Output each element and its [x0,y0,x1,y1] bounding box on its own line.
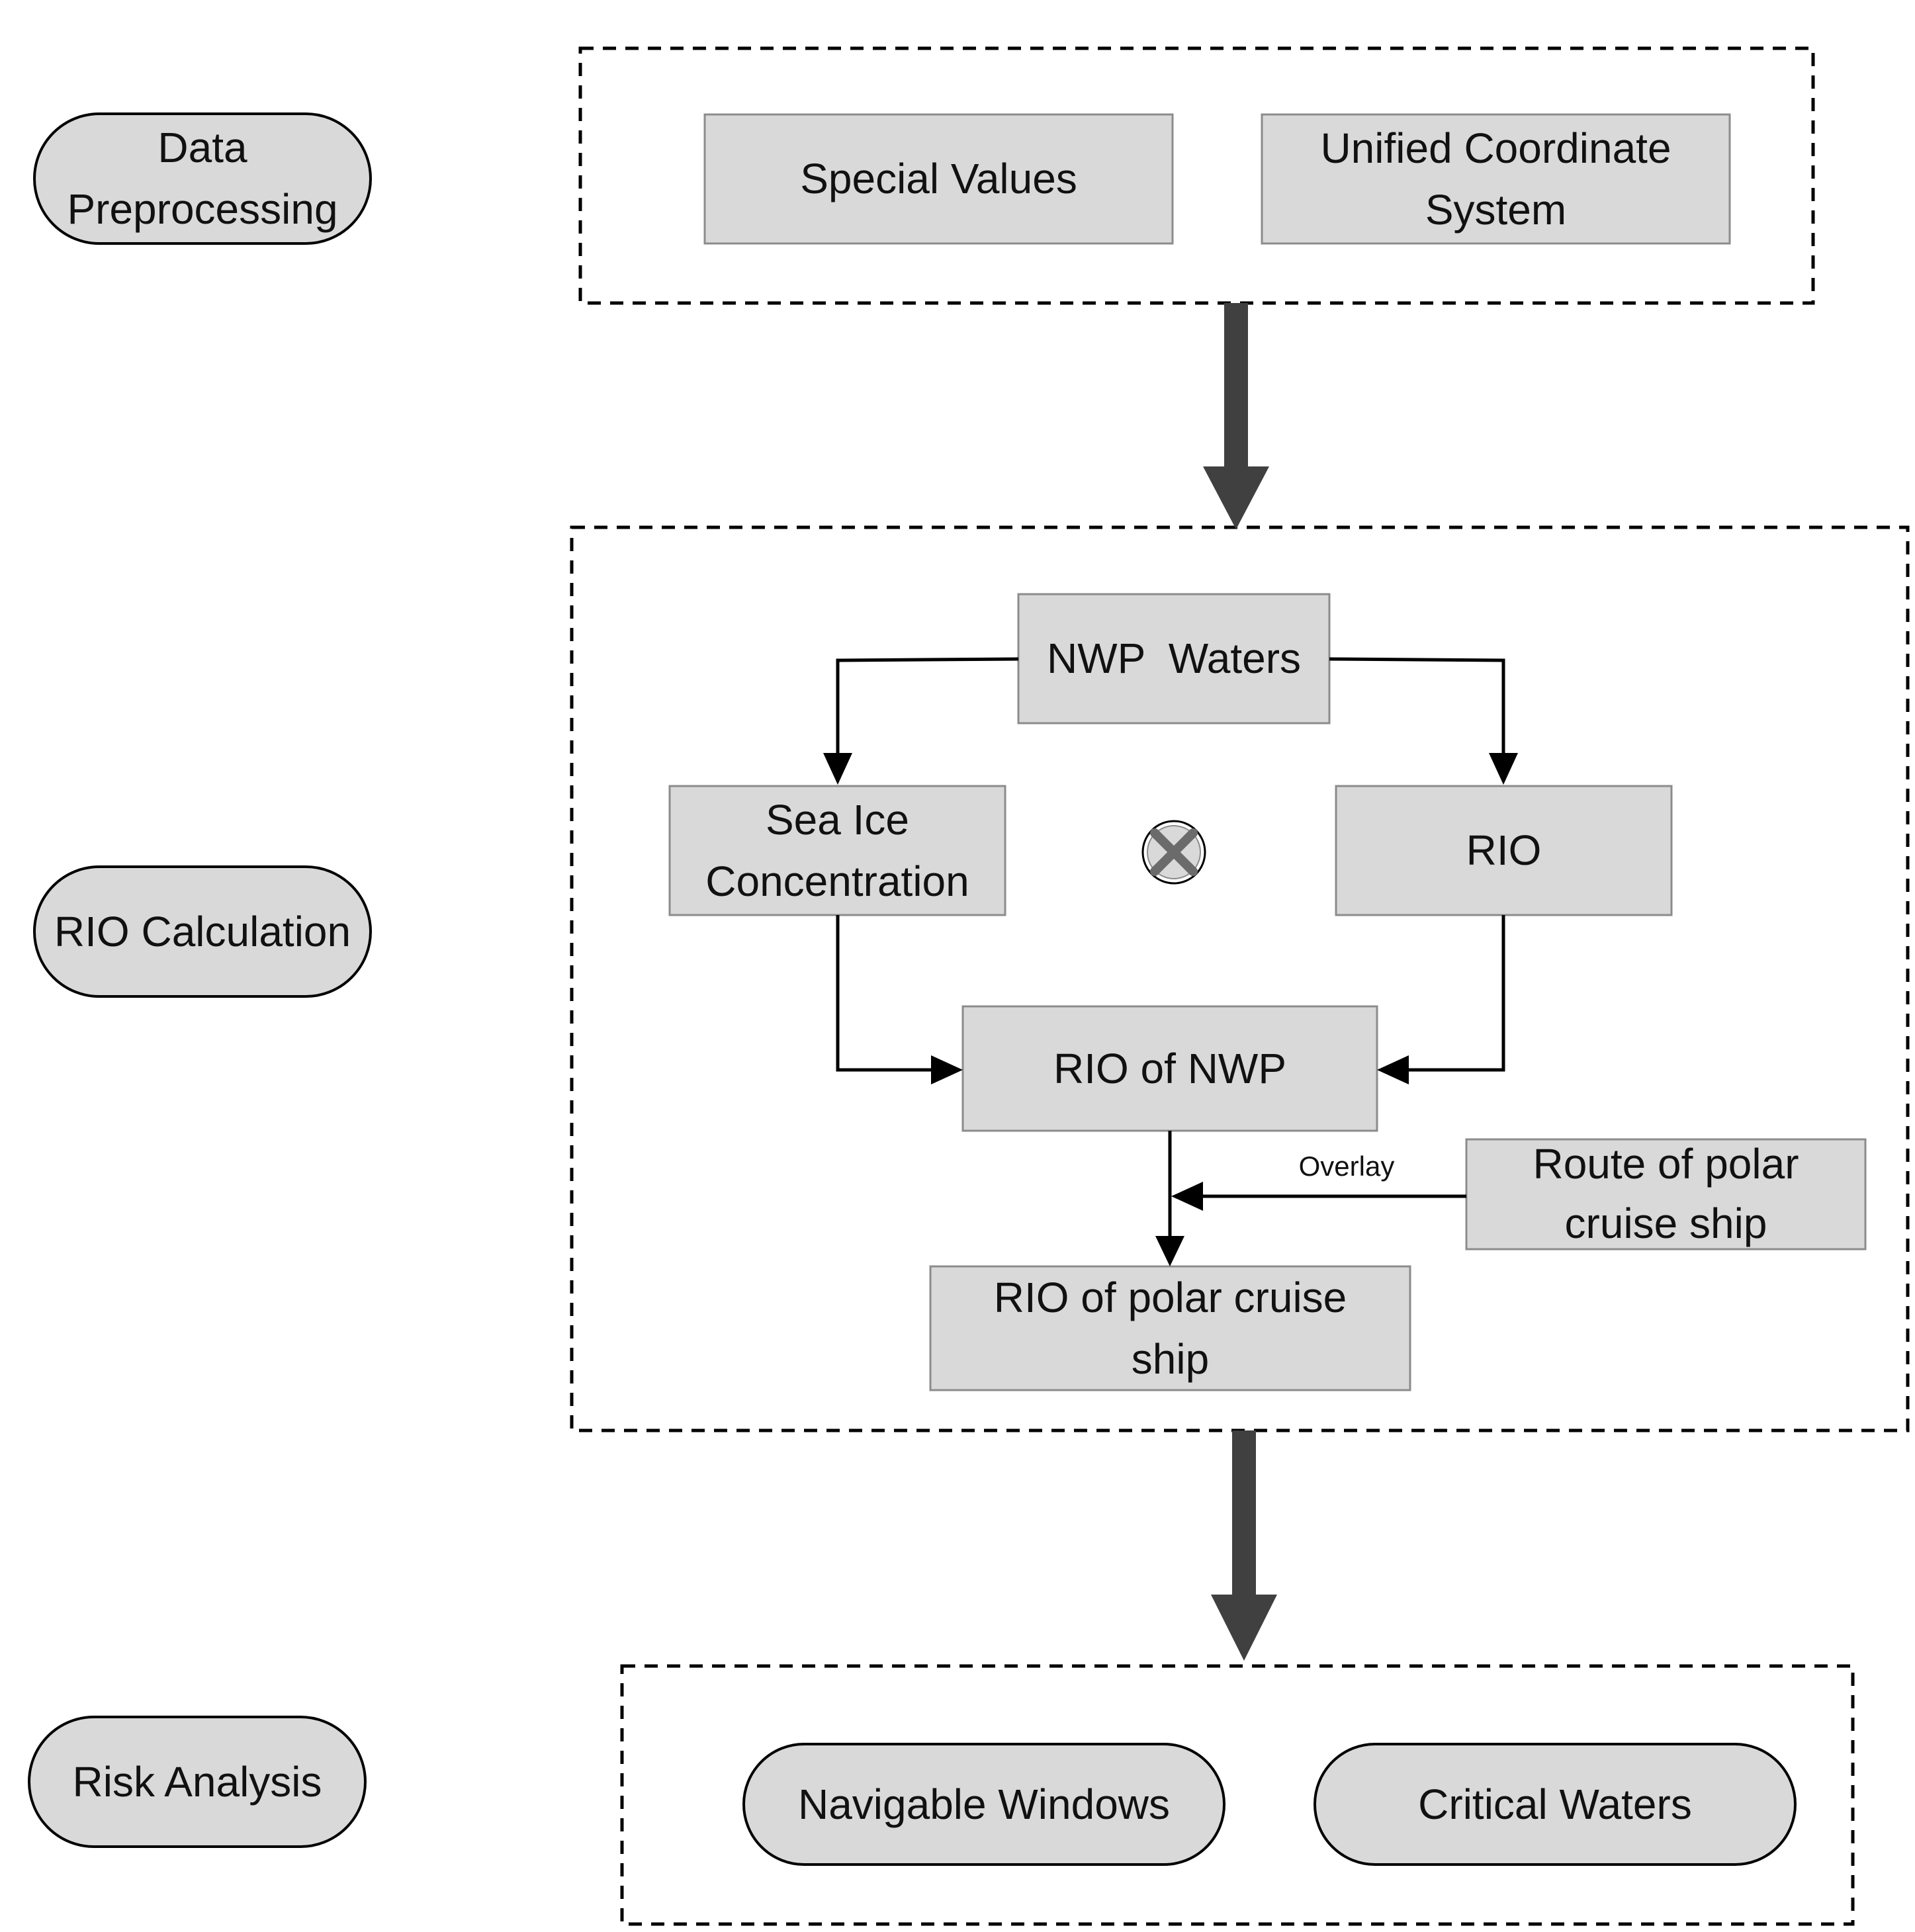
connector-rio-to-rio-of-nwp [1407,915,1505,1072]
stage-pill-preprocessing [33,112,372,245]
arrowhead-to-final [1155,1236,1184,1266]
overlay-label: Overlay [1298,1150,1395,1182]
special-values-label: Special Values [800,155,1077,203]
rio-of-nwp-box [961,1005,1378,1132]
arrowhead-to-rio [1489,753,1518,785]
rio-box [1335,785,1673,916]
stage-arrow-2 [1211,1430,1277,1661]
stage-label-preprocessing: Data Preprocessing [67,124,338,233]
sea-ice-concentration-label: Sea Ice Concentration [705,795,969,905]
stage-label-rio-calculation: RIO Calculation [54,907,351,955]
stage-pill-rio-calculation [33,865,372,998]
special-values-box [703,113,1174,245]
route-of-polar-cruise-ship-label: Route of polar cruise ship [1533,1140,1799,1247]
nwp-waters-box [1017,593,1331,724]
critical-waters-label: Critical Waters [1418,1780,1692,1828]
navigable-windows-label: Navigable Windows [797,1780,1171,1828]
preprocessing-group-frame [578,46,1815,305]
stage-label-risk-analysis: Risk Analysis [72,1757,322,1806]
rio-of-polar-cruise-ship-label: RIO of polar cruise ship [993,1273,1347,1383]
sea-ice-concentration-box [668,785,1006,916]
stage-pill-risk-analysis [28,1716,367,1848]
stage-arrow-1 [1203,303,1269,529]
connector-nwp-to-rio [1329,657,1505,756]
rio-of-polar-cruise-ship-box [929,1265,1411,1391]
rio-of-nwp-label: RIO of NWP [1053,1044,1287,1092]
route-of-polar-cruise-ship-box [1465,1138,1867,1251]
arrowhead-rio-to-rio-of-nwp [1377,1055,1409,1084]
multiply-operator-icon [1141,820,1206,885]
critical-waters-pill [1314,1743,1797,1866]
unified-coordinate-box [1261,113,1731,245]
navigable-windows-pill [742,1743,1225,1866]
rio-label: RIO [1466,826,1542,875]
arrowhead-sea-ice-to-rio-of-nwp [931,1055,963,1084]
risk-analysis-group-frame [620,1664,1855,1926]
connector-nwp-to-sea-ice [836,657,1019,756]
arrowhead-to-sea-ice [823,753,852,785]
arrowhead-overlay [1171,1182,1203,1211]
unified-coordinate-label: Unified Coordinate System [1320,124,1671,234]
nwp-waters-label: NWP Waters [1046,635,1302,683]
connector-sea-ice-to-rio-of-nwp [836,915,933,1072]
